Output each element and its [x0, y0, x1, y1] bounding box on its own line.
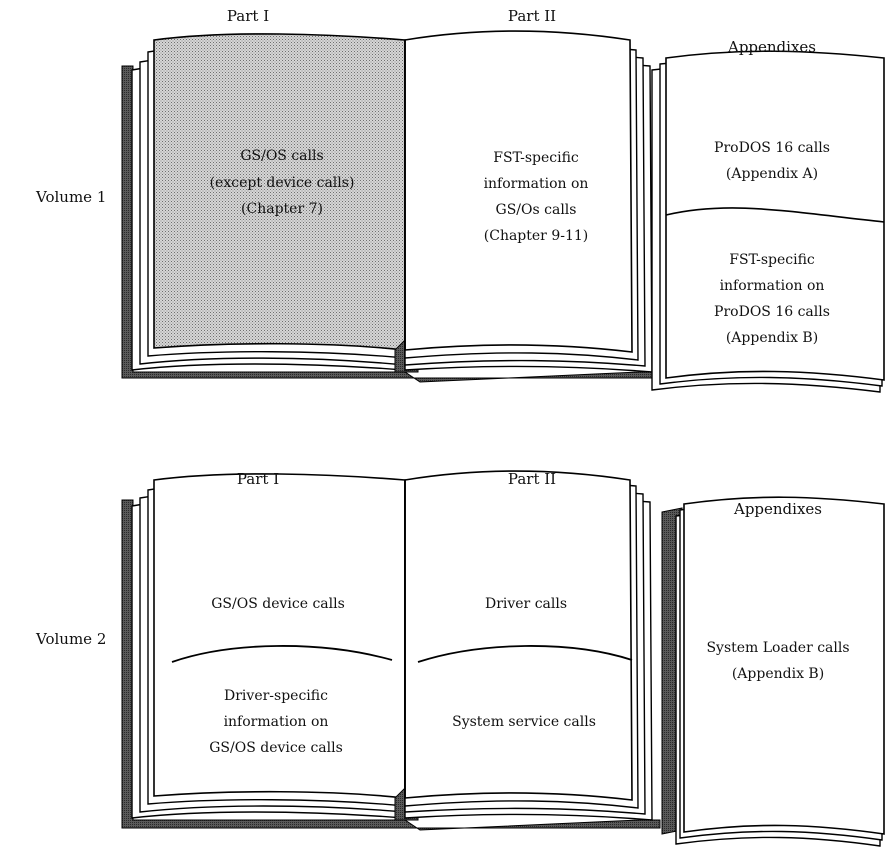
v1-appendix-b-line-2: information on [720, 278, 825, 294]
v2-left-bottom-line-2: information on [224, 714, 329, 730]
v1-volume-label: Volume 1 [35, 188, 106, 206]
v1-appendix-b-line-1: FST-specific [729, 252, 815, 268]
v1-appendixes-label: Appendixes [727, 38, 816, 56]
v2-appendix-line-1: System Loader calls [706, 640, 849, 656]
v2-part2-label: Part II [508, 470, 556, 488]
v1-right-line-1: FST-specific [493, 150, 579, 166]
v1-appendix-b-line-3: ProDOS 16 calls [714, 304, 830, 320]
v1-left-line-2: (except device calls) [210, 175, 355, 191]
v2-appendix-line-2: (Appendix B) [732, 666, 824, 682]
v1-left-line-1: GS/OS calls [240, 148, 323, 164]
v2-left-top-line-1: GS/OS device calls [211, 596, 345, 612]
v1-right-line-3: GS/Os calls [496, 202, 577, 218]
volume-2-right-page [405, 471, 632, 800]
v2-left-bottom-line-3: GS/OS device calls [209, 740, 343, 756]
volume-1-left-page [154, 34, 405, 350]
v2-part1-label: Part I [237, 470, 279, 488]
v1-part1-label: Part I [227, 7, 269, 25]
v1-appendix-a-line-1: ProDOS 16 calls [714, 140, 830, 156]
v1-appendix-b-line-4: (Appendix B) [726, 330, 818, 346]
v2-appendixes-label: Appendixes [733, 500, 822, 518]
v1-right-line-2: information on [484, 176, 589, 192]
v1-right-line-4: (Chapter 9-11) [484, 228, 588, 244]
v2-left-bottom-line-1: Driver-specific [224, 688, 328, 704]
v2-right-bottom-line-1: System service calls [452, 714, 596, 730]
v1-left-line-3: (Chapter 7) [241, 201, 323, 217]
v2-volume-label: Volume 2 [35, 630, 106, 648]
volume-2-group [122, 471, 884, 846]
v2-right-top-line-1: Driver calls [485, 596, 567, 612]
v1-part2-label: Part II [508, 7, 556, 25]
v1-appendix-a-line-2: (Appendix A) [726, 166, 818, 182]
